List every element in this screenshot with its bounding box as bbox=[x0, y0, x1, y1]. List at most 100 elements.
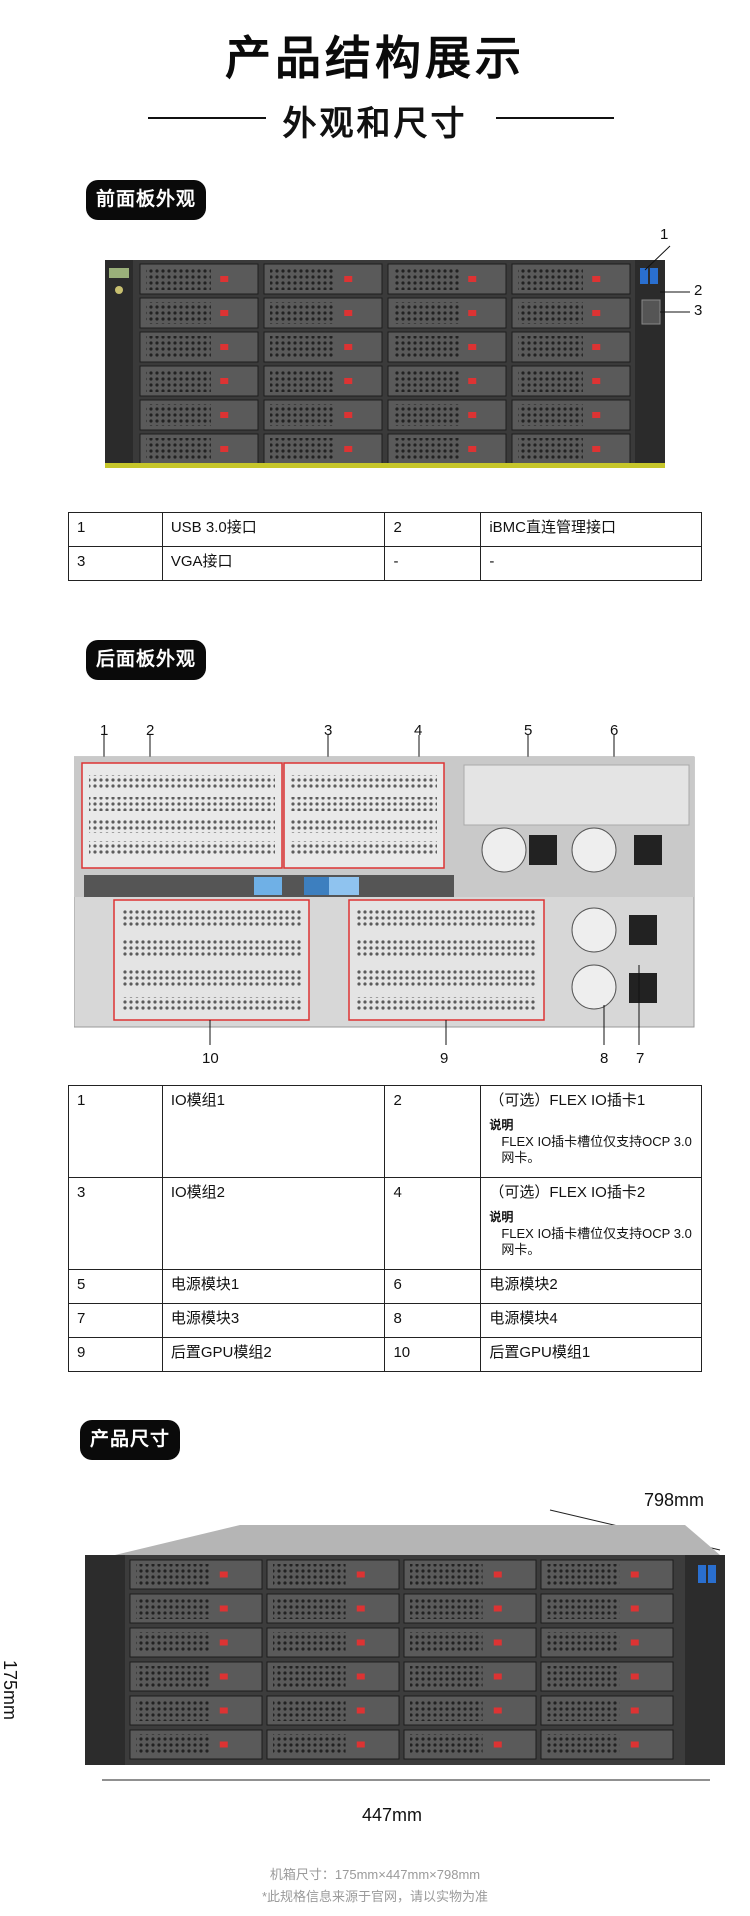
rear-table-cell: IO模组1 bbox=[161, 1085, 386, 1178]
rear-table-cell-text: 后置GPU模组1 bbox=[489, 1344, 591, 1361]
drive-bay-grill bbox=[547, 1734, 620, 1755]
rear-callout-2: 2 bbox=[146, 722, 155, 739]
drive-bay-latch bbox=[468, 310, 477, 316]
drive-bay-latch bbox=[356, 1639, 365, 1646]
rear-callout-1: 1 bbox=[100, 722, 109, 739]
drive-bay-latch bbox=[344, 378, 353, 384]
front-table-cell: USB 3.0接口 bbox=[161, 512, 386, 547]
size-badge: 产品尺寸 bbox=[80, 1420, 181, 1460]
drive-bay-grill bbox=[136, 1632, 209, 1653]
drive-bay-latch bbox=[493, 1605, 502, 1612]
subtitle-row: 外观和尺寸 bbox=[0, 96, 750, 143]
front-panel-image bbox=[105, 245, 690, 468]
drive-bay-latch bbox=[219, 1707, 228, 1714]
front-table-cell: 3 bbox=[68, 546, 163, 581]
drive-bay-latch bbox=[630, 1605, 639, 1612]
front-table-cell: 1 bbox=[68, 512, 163, 547]
drive-bay-latch bbox=[630, 1707, 639, 1714]
drive-bay-latch bbox=[493, 1707, 502, 1714]
rear-table-cell-text: （可选）FLEX IO插卡2 bbox=[489, 1184, 646, 1201]
rear-callout-5: 5 bbox=[524, 722, 533, 739]
drive-bay-grill bbox=[394, 404, 459, 426]
drive-bay-grill bbox=[273, 1598, 346, 1619]
drive-bay-latch bbox=[630, 1741, 639, 1748]
drive-bay-latch bbox=[219, 1639, 228, 1646]
drive-bay-latch bbox=[493, 1571, 502, 1578]
rear-table-cell-text: 电源模块3 bbox=[170, 1310, 240, 1327]
drive-bay-latch bbox=[220, 412, 229, 418]
page-title: 产品结构展示 bbox=[225, 32, 525, 84]
drive-bay-grill bbox=[547, 1632, 620, 1653]
drive-bay-latch bbox=[344, 446, 353, 452]
rear-table-cell: 3 bbox=[68, 1177, 163, 1270]
drive-bay-grill bbox=[547, 1700, 620, 1721]
drive-bay-latch bbox=[468, 276, 477, 282]
source-disclaimer: *此规格信息来源于官网，请以实物为准 bbox=[261, 1889, 489, 1904]
front-callout-3: 3 bbox=[694, 302, 703, 319]
rear-table-cell-text: IO模组2 bbox=[170, 1184, 226, 1201]
drive-bay-grill bbox=[273, 1700, 346, 1721]
drive-bay-grill bbox=[270, 302, 335, 324]
rear-panel-badge: 后面板外观 bbox=[86, 640, 207, 680]
drive-bay-latch bbox=[219, 1741, 228, 1748]
drive-bay-latch bbox=[220, 276, 229, 282]
front-table-cell: - bbox=[384, 546, 482, 581]
note-heading: 说明 bbox=[489, 1210, 514, 1224]
rear-table-cell: 后置GPU模组2 bbox=[161, 1337, 386, 1372]
rear-table-cell-text: 电源模块2 bbox=[489, 1276, 558, 1293]
drive-bay-grill bbox=[547, 1666, 620, 1687]
rear-table-cell: 7 bbox=[68, 1303, 163, 1338]
rear-table-cell: 8 bbox=[384, 1303, 482, 1338]
depth-dimension: 798mm bbox=[644, 1490, 705, 1510]
front-callout-2: 2 bbox=[694, 282, 703, 299]
rear-table-cell-text: 2 bbox=[393, 1092, 402, 1109]
rear-table-cell-text: 3 bbox=[77, 1184, 86, 1201]
drive-bay-latch bbox=[592, 276, 601, 282]
drive-bay-grill bbox=[394, 302, 459, 324]
product-size-image bbox=[85, 1509, 725, 1781]
drive-bay-latch bbox=[219, 1571, 228, 1578]
drive-bay-latch bbox=[592, 344, 601, 350]
drive-bay-grill bbox=[270, 404, 335, 426]
rear-table-cell: 电源模块4 bbox=[480, 1303, 702, 1338]
drive-bay-latch bbox=[219, 1673, 228, 1680]
size-footnote: 机箱尺寸：175mm×447mm×798mm bbox=[269, 1867, 481, 1882]
rear-table-cell: 6 bbox=[384, 1269, 482, 1304]
rear-callout-4: 4 bbox=[414, 722, 423, 739]
drive-bay-grill bbox=[270, 438, 335, 460]
height-dimension: 175mm bbox=[0, 1660, 20, 1721]
rear-table-cell: 电源模块1 bbox=[161, 1269, 386, 1304]
front-callout-1: 1 bbox=[660, 226, 669, 243]
rear-table-cell-text: 后置GPU模组2 bbox=[170, 1344, 272, 1361]
rear-callout-6: 6 bbox=[610, 722, 619, 739]
drive-bay-latch bbox=[630, 1639, 639, 1646]
rear-table-cell: 4 bbox=[384, 1177, 482, 1270]
rear-table-cell-text: IO模组1 bbox=[170, 1092, 226, 1109]
rear-table-cell-text: 5 bbox=[77, 1276, 86, 1293]
rear-table-cell-text: 6 bbox=[393, 1276, 402, 1293]
drive-bay-latch bbox=[592, 412, 601, 418]
drive-bay-grill bbox=[146, 370, 211, 392]
rear-table-row: 5 电源模块1 6 电源模块2 bbox=[68, 1269, 702, 1304]
drive-bay-grill bbox=[518, 302, 583, 324]
drive-bay-latch bbox=[468, 412, 477, 418]
drive-bay-latch bbox=[493, 1639, 502, 1646]
rear-table-cell: 10 bbox=[384, 1337, 482, 1372]
drive-bay-grill bbox=[394, 336, 459, 358]
width-dimension: 447mm bbox=[362, 1805, 423, 1825]
subtitle-right-rule bbox=[496, 117, 614, 119]
drive-bay-latch bbox=[630, 1673, 639, 1680]
drive-bay-grill bbox=[518, 336, 583, 358]
drive-bay-grill bbox=[410, 1632, 483, 1653]
drive-bay-latch bbox=[356, 1707, 365, 1714]
rear-table-cell-text: 7 bbox=[77, 1310, 86, 1327]
rear-table-cell: 后置GPU模组1 bbox=[480, 1337, 702, 1372]
rear-table-cell-text: 10 bbox=[393, 1344, 411, 1361]
drive-bay-latch bbox=[344, 276, 353, 282]
rear-table-cell: IO模组2 bbox=[161, 1177, 386, 1270]
